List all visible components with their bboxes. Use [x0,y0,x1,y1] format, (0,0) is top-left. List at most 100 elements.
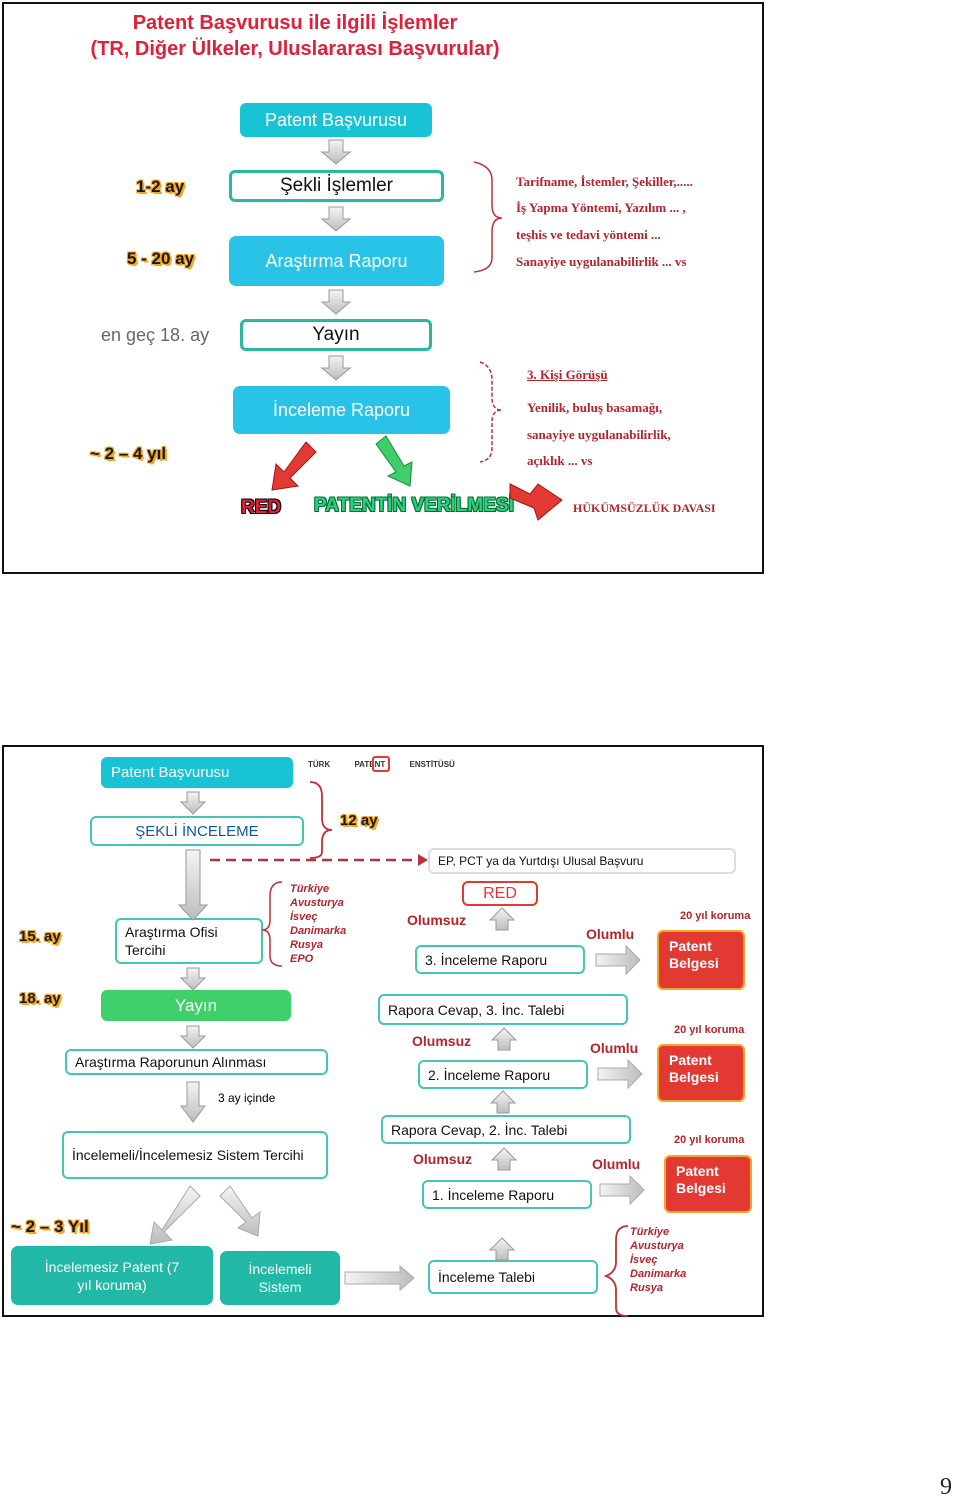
negative-3: Olumsuz [407,912,467,928]
exam-office-isvec: İsveç [630,1254,658,1266]
negative-1: Olumsuz [413,1151,473,1167]
exam-office-danimarka: Danimarka [630,1268,687,1280]
office-turkiye: Türkiye [290,883,330,895]
s2-brace-offices [261,881,283,967]
office-epo: EPO [290,953,314,965]
certificate-2-text: Patent Belgesi [669,1052,719,1085]
timing-2-4-yil: ~ 2 – 4 yıl [90,444,167,463]
s2-exam-request: İnceleme Talebi [428,1260,598,1294]
s2-18-ay: 18. ay [19,990,61,1007]
certificate-3: Patent Belgesi [657,930,745,990]
protection-3: 20 yıl koruma [680,910,751,922]
protection-1: 20 yıl koruma [674,1134,745,1146]
page-number: 9 [940,1474,952,1500]
note-tarifname: Tarifname, İstemler, Şekiller,..... [516,174,693,189]
s2-sekli-inceleme: ŞEKLİ İNCELEME [90,816,304,846]
positive-1: Olumlu [592,1156,641,1172]
outcome-grant: PATENTİN VERİLMESİ [314,495,514,516]
certificate-1-text: Patent Belgesi [676,1163,726,1196]
positive-2: Olumlu [590,1040,639,1056]
s2-report2: 2. İnceleme Raporu [418,1060,588,1089]
note-sanayiye: Sanayiye uygulanabilirlik ... vs [516,254,687,269]
s2-diag-left [149,1185,201,1245]
office-isvec: İsveç [290,911,318,923]
down-arrow-1 [320,139,352,165]
green-arrow [375,435,413,487]
certificate-3-text: Patent Belgesi [669,938,719,971]
s2-12-ay: 12 ay [340,812,378,829]
negative-2: Olumsuz [412,1033,472,1049]
flow-inceleme-raporu: İnceleme Raporu [233,386,450,434]
protection-2: 20 yıl koruma [674,1024,745,1036]
s2-2-3-yil: ~ 2 – 3 Yıl [11,1217,89,1236]
office-rusya: Rusya [290,939,324,951]
tpe-logo: TÜRK PATENT ENSTİTÜSÜ [308,752,458,778]
s2-brace-12ay [309,781,333,859]
s2-brace-exam [603,1225,629,1317]
s2-reply2: Rapora Cevap, 2. İnc. Talebi [381,1115,631,1144]
s2-down-arrow-2 [179,967,207,991]
down-arrow-2 [320,206,352,232]
note-is-yapma: İş Yapma Yöntemi, Yazılım ... , [516,200,686,215]
flow-sekli-islemler: Şekli İşlemler [229,170,444,202]
invalidity-arrow [509,483,563,521]
office-danimarka: Danimarka [290,925,347,937]
s2-down-arrow-4 [180,1081,206,1123]
outcome-invalidity: HÜKÜMSÜZLÜK DAVASI [573,501,716,515]
s2-foreign-filing: EP, PCT ya da Yurtdışı Ulusal Başvuru [428,848,736,874]
down-arrow-4 [320,355,352,381]
timing-en-gec-18-ay: en geç 18. ay [101,325,210,345]
slide1-title-line1: Patent Başvurusu ile ilgili İşlemler [132,12,458,34]
up-arrow-r5 [488,907,516,931]
up-arrow-r3 [489,1090,517,1114]
s2-reply3: Rapora Cevap, 3. İnc. Talebi [378,994,628,1025]
up-arrow-r4 [490,1027,518,1051]
s2-search-office: Araştırma Ofisi Tercihi [115,918,263,964]
certificate-1: Patent Belgesi [664,1155,752,1213]
s2-yayin: Yayın [101,990,291,1021]
down-arrow-3 [320,289,352,315]
note-sanayiye-2: sanayiye uygulanabilirlik, [527,427,671,442]
tpe-logo-text: TÜRK PATENT ENSTİTÜSÜ [308,760,455,769]
s2-report1: 1. İnceleme Raporu [422,1180,592,1209]
up-arrow-r1 [488,1237,516,1261]
tpe-logo-mark [372,756,390,772]
s2-system-choice: İncelemeli/İncelemesiz Sistem Tercihi [62,1131,328,1179]
s2-down-arrow-1 [179,791,207,815]
s2-patent-basvurusu: Patent Başvurusu [101,757,293,788]
s2-down-arrow-3 [179,1025,207,1049]
outcome-red: RED [241,497,282,518]
s2-red: RED [462,881,538,906]
note-aciklik: açıklık ... vs [527,453,593,468]
s2-report3: 3. İnceleme Raporu [415,945,585,974]
s2-exam-office-list: Türkiye Avusturya İsveç Danimarka Rusya [630,1225,686,1295]
right-arrow-cert3 [595,944,641,976]
s2-dashed-arrowhead [418,854,428,866]
note-yenilik: Yenilik, buluş basamağı, [527,400,663,415]
brace-2 [479,361,503,463]
s2-long-arrow [177,849,209,921]
s2-right-arrow [344,1264,415,1292]
slide-1: Patent Başvurusu ile ilgili İşlemler (TR… [2,2,764,574]
timing-5-20-ay: 5 - 20 ay [127,249,195,268]
s2-unexamined: İncelemesiz Patent (7 yıl koruma) [11,1246,213,1305]
s2-15-ay: 15. ay [19,928,61,945]
flow-arastirma-raporu: Araştırma Raporu [229,236,444,286]
exam-office-turkiye: Türkiye [630,1226,670,1238]
slide1-title-line2: (TR, Diğer Ülkeler, Uluslararası Başvuru… [90,38,500,60]
exam-office-avusturya: Avusturya [630,1240,684,1252]
note-third-party: 3. Kişi Görüşü [527,367,608,382]
s2-search-report: Araştırma Raporunun Alınması [65,1049,328,1075]
brace-1 [473,161,503,273]
up-arrow-r2 [490,1147,518,1171]
flow-yayin: Yayın [240,319,432,351]
red-arrow [271,441,317,491]
office-avusturya: Avusturya [290,897,344,909]
s2-diag-right [219,1185,261,1237]
s2-examined: İncelemeli Sistem [220,1251,340,1305]
right-arrow-cert1 [599,1174,645,1206]
positive-3: Olumlu [586,926,635,942]
s2-office-list: Türkiye Avusturya İsveç Danimarka Rusya … [290,882,346,966]
note-teshis: teşhis ve tedavi yöntemi ... [516,227,661,242]
